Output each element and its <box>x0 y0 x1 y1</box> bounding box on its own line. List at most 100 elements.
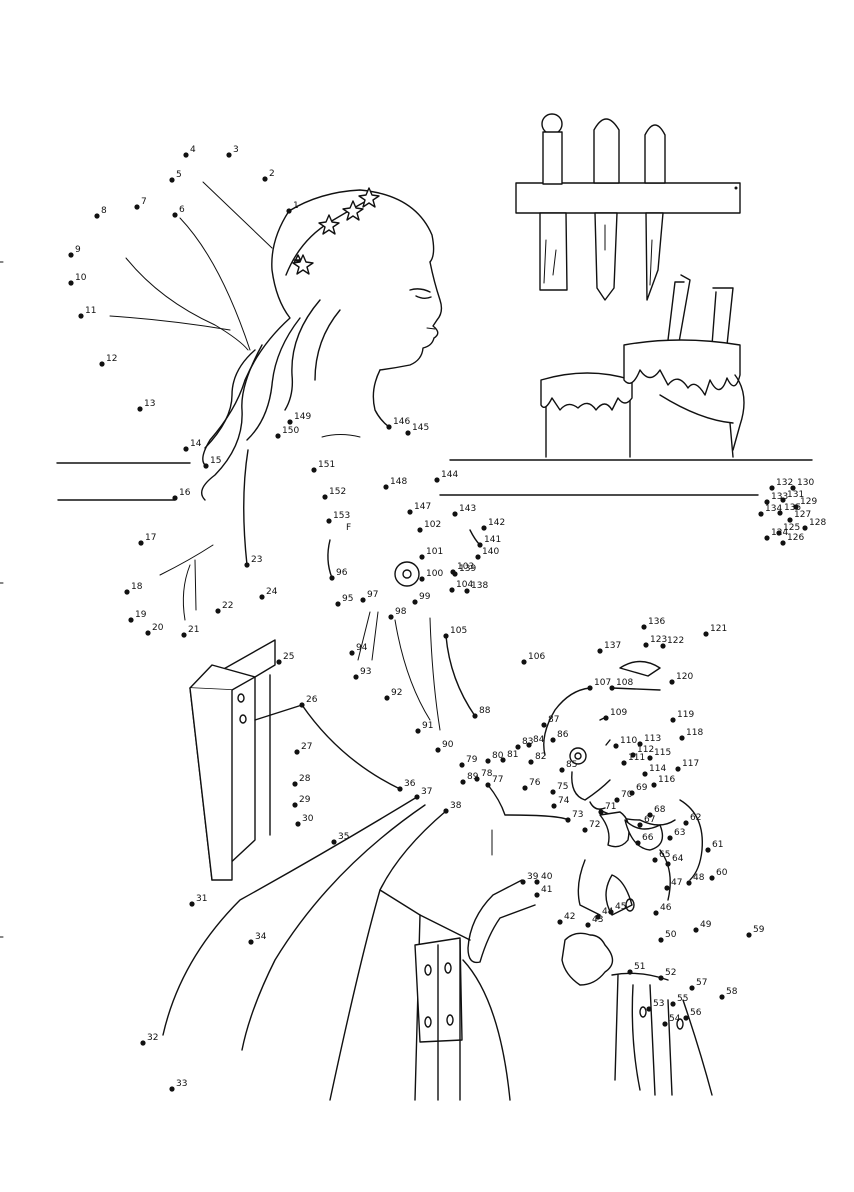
dot-number-39: 39 <box>527 872 539 882</box>
dot-109 <box>603 715 609 721</box>
dot-number-88: 88 <box>479 706 491 716</box>
dot-number-48: 48 <box>693 873 705 883</box>
dot-49 <box>693 927 699 933</box>
dot-32 <box>140 1040 146 1046</box>
dot-102 <box>417 527 423 533</box>
dot-54 <box>662 1021 668 1027</box>
dot-number-127: 127 <box>794 510 811 520</box>
dot-number-153: 153 <box>333 511 350 521</box>
dot-40 <box>534 879 540 885</box>
dot-number-96: 96 <box>336 568 348 578</box>
dot-8 <box>94 213 100 219</box>
dot-25 <box>276 659 282 665</box>
dot-number-2: 2 <box>269 169 275 179</box>
dot-number-128: 128 <box>809 518 826 528</box>
dot-number-118: 118 <box>686 728 703 738</box>
dot-69 <box>629 790 635 796</box>
stray-letter-mark: F <box>346 523 351 533</box>
dot-60 <box>709 875 715 881</box>
dot-9 <box>68 252 74 258</box>
dot-number-78: 78 <box>481 769 493 779</box>
dot-number-49: 49 <box>700 920 712 930</box>
dot-number-56: 56 <box>690 1008 702 1018</box>
dot-63 <box>667 835 673 841</box>
dot-66 <box>635 840 641 846</box>
dot-89 <box>460 779 466 785</box>
dot-number-38: 38 <box>450 801 462 811</box>
dot-31 <box>189 901 195 907</box>
dot-99 <box>412 599 418 605</box>
dot-92 <box>384 695 390 701</box>
dot-108 <box>609 685 615 691</box>
dot-113 <box>637 741 643 747</box>
dot-number-74: 74 <box>558 796 570 806</box>
dot-number-105: 105 <box>450 626 467 636</box>
dot-number-22: 22 <box>222 601 233 611</box>
dot-153 <box>326 518 332 524</box>
dot-number-114: 114 <box>649 764 666 774</box>
dot-10 <box>68 280 74 286</box>
dot-number-62: 62 <box>690 813 701 823</box>
dot-number-15: 15 <box>210 456 221 466</box>
dot-number-85: 85 <box>566 760 577 770</box>
dot-135 <box>777 510 783 516</box>
dot-12 <box>99 361 105 367</box>
dot-number-6: 6 <box>179 205 185 215</box>
dot-number-68: 68 <box>654 805 666 815</box>
dot-number-87: 87 <box>548 715 559 725</box>
dot-number-94: 94 <box>356 643 368 653</box>
dot-106 <box>521 659 527 665</box>
dot-number-67: 67 <box>644 815 655 825</box>
dot-number-106: 106 <box>528 652 545 662</box>
dot-124 <box>764 535 770 541</box>
dot-46 <box>653 910 659 916</box>
dot-28 <box>292 781 298 787</box>
dot-130 <box>790 485 796 491</box>
dot-number-52: 52 <box>665 968 676 978</box>
dot-number-125: 125 <box>783 523 800 533</box>
dot-119 <box>670 717 676 723</box>
dot-127 <box>787 517 793 523</box>
dot-number-126: 126 <box>787 533 804 543</box>
dot-123 <box>643 642 649 648</box>
dot-number-47: 47 <box>671 878 682 888</box>
dot-36 <box>397 786 403 792</box>
dot-67 <box>637 822 643 828</box>
dot-37 <box>414 794 420 800</box>
dot-number-1: 1 <box>293 201 299 211</box>
dot-111 <box>621 760 627 766</box>
dot-number-146: 146 <box>393 417 410 427</box>
dot-149 <box>287 419 293 425</box>
dot-126 <box>780 540 786 546</box>
dot-number-21: 21 <box>188 625 199 635</box>
dot-number-100: 100 <box>426 569 443 579</box>
dot-number-152: 152 <box>329 487 346 497</box>
dot-number-16: 16 <box>179 488 191 498</box>
dot-112 <box>630 752 636 758</box>
dot-71 <box>598 809 604 815</box>
dot-number-34: 34 <box>255 932 267 942</box>
dot-number-23: 23 <box>251 555 262 565</box>
dot-131 <box>780 497 786 503</box>
dot-120 <box>669 679 675 685</box>
dot-number-57: 57 <box>696 978 707 988</box>
dot-45 <box>608 909 614 915</box>
dot-number-99: 99 <box>419 592 431 602</box>
dot-146 <box>386 424 392 430</box>
dot-number-44: 44 <box>602 907 614 917</box>
dot-62 <box>683 820 689 826</box>
dot-78 <box>474 776 480 782</box>
dot-91 <box>415 728 421 734</box>
dot-27 <box>294 749 300 755</box>
dot-59 <box>746 932 752 938</box>
dot-number-142: 142 <box>488 518 505 528</box>
dot-number-136: 136 <box>648 617 665 627</box>
dot-number-8: 8 <box>101 206 107 216</box>
dot-5 <box>169 177 175 183</box>
dot-74 <box>551 803 557 809</box>
dot-number-134: 134 <box>765 504 782 514</box>
dot-6 <box>172 212 178 218</box>
dot-number-144: 144 <box>441 470 458 480</box>
dot-7 <box>134 204 140 210</box>
dot-118 <box>679 735 685 741</box>
